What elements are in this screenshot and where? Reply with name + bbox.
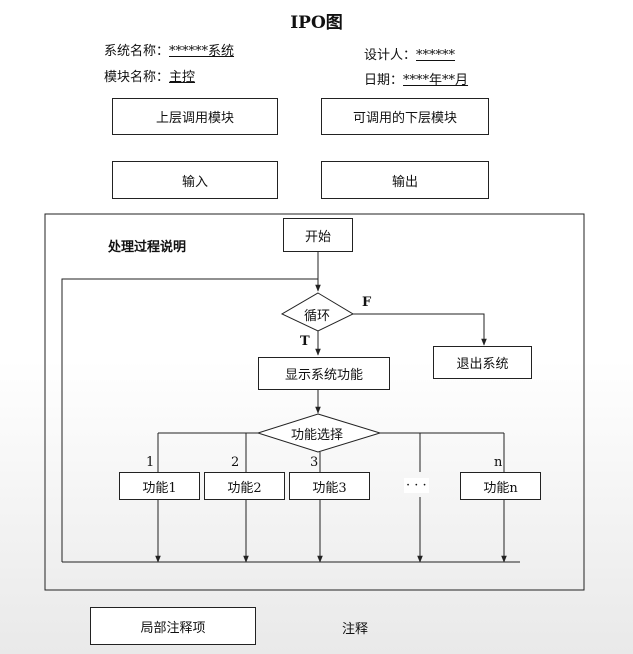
input-label: 输入 (181, 174, 208, 190)
date-field: 日期：****年**月 (364, 69, 468, 88)
start-label: 开始 (304, 229, 331, 245)
upper-module-box: 上层调用模块 (112, 98, 278, 135)
exit-box: 退出系统 (433, 346, 532, 379)
module-name-field: 模块名称：主控 (104, 66, 195, 85)
page-title: IPO图 (290, 13, 343, 33)
loop-back-line (61, 278, 318, 562)
date-label: 日期： (364, 73, 404, 88)
choose-diamond (256, 413, 382, 453)
process-frame (44, 213, 585, 591)
designer-value: ****** (416, 48, 456, 63)
input-box: 输入 (112, 161, 278, 199)
designer-field: 设计人：****** (364, 44, 455, 63)
function-1-box: 功能1 (119, 472, 200, 500)
loop-diamond (280, 292, 355, 332)
notes-label: 注释 (342, 622, 369, 637)
output-box: 输出 (321, 161, 489, 199)
function-n-box: 功能n (460, 472, 541, 500)
lower-module-label: 可调用的下层模块 (352, 111, 457, 126)
system-name-value: ******系统 (169, 44, 235, 59)
false-label: F (362, 295, 372, 310)
module-name-label: 模块名称： (104, 70, 170, 85)
start-box: 开始 (283, 218, 353, 252)
loop-false-arrow (353, 313, 487, 346)
show-functions-label: 显示系统功能 (284, 368, 363, 383)
branch-1-number: 1 (146, 455, 155, 470)
process-heading: 处理过程说明 (108, 240, 187, 255)
branch-2-number: 2 (231, 455, 240, 470)
branch-3-number: 3 (310, 455, 319, 470)
system-name-field: 系统名称：******系统 (104, 40, 234, 59)
show-functions-box: 显示系统功能 (258, 357, 390, 390)
function-3-box: 功能3 (289, 472, 370, 500)
function-1-label: 功能1 (142, 480, 177, 496)
designer-label: 设计人： (364, 48, 417, 63)
function-n-label: 功能n (483, 480, 518, 496)
function-3-label: 功能3 (312, 480, 347, 496)
system-name-label: 系统名称： (104, 44, 170, 59)
branch-n-number: n (494, 455, 503, 470)
more-functions-ellipsis: · · · (404, 478, 429, 493)
loop-label: 循环 (304, 309, 331, 324)
local-notes-label: 局部注释项 (140, 620, 206, 636)
function-2-box: 功能2 (204, 472, 285, 500)
local-notes-box: 局部注释项 (90, 607, 256, 645)
exit-label: 退出系统 (456, 357, 509, 372)
lower-module-box: 可调用的下层模块 (321, 98, 489, 135)
true-label: T (300, 334, 310, 349)
date-value: ****年**月 (403, 73, 469, 88)
module-name-value: 主控 (169, 70, 196, 85)
choose-label: 功能选择 (291, 428, 344, 443)
upper-module-label: 上层调用模块 (155, 111, 234, 126)
function-2-label: 功能2 (227, 480, 262, 496)
output-label: 输出 (391, 174, 418, 190)
